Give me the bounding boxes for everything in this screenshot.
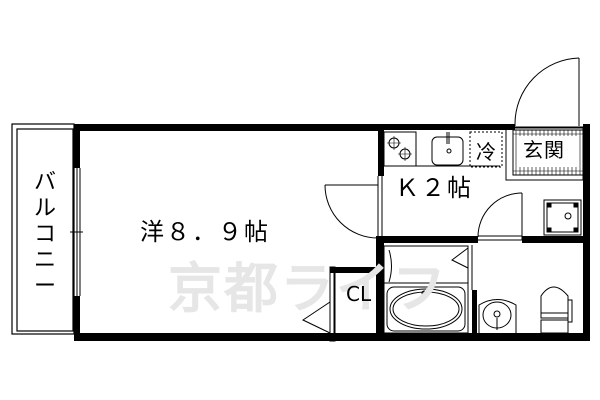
toilet <box>540 286 573 334</box>
main-room-label: 洋８．９帖 <box>140 218 270 246</box>
washbasin <box>478 299 517 333</box>
closet-label: CL <box>346 282 372 306</box>
fridge-space <box>469 131 503 168</box>
washing-machine-pan <box>543 199 582 236</box>
balcony-window <box>70 168 83 296</box>
entrance-tile-area <box>505 127 584 181</box>
bathroom-walls <box>376 236 477 341</box>
kitchen-sink <box>431 132 464 166</box>
door-main-kitchen <box>324 176 383 242</box>
kitchen-walls <box>378 124 590 341</box>
entrance-label: 玄関 <box>523 138 565 162</box>
stove <box>383 131 500 167</box>
balcony-label: バルコニー <box>33 170 56 299</box>
entrance-door <box>514 57 583 128</box>
fridge-label: 冷 <box>476 140 496 164</box>
door-washroom <box>477 192 523 241</box>
bathroom <box>383 245 469 334</box>
closet-walls <box>301 266 378 342</box>
watermark: 京都ライフ <box>168 257 448 320</box>
kitchen-label: Ｋ２帖 <box>395 174 473 202</box>
main-room-walls <box>74 124 590 341</box>
